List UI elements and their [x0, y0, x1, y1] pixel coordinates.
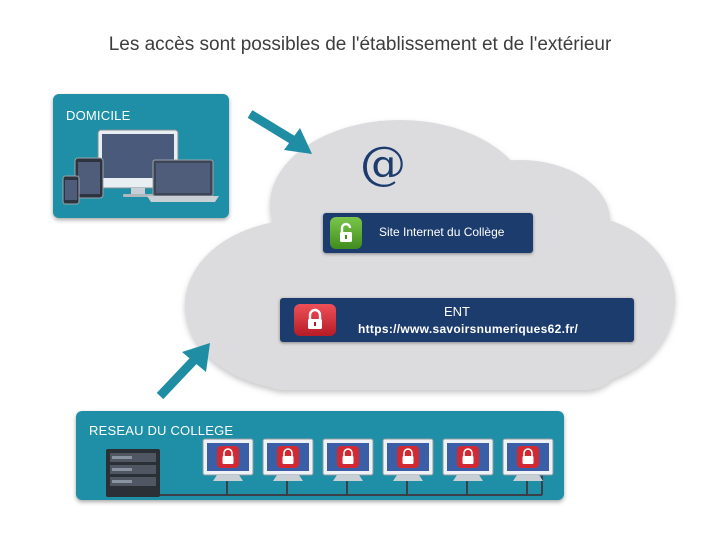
page-title: Les accès sont possibles de l'établissem…	[108, 34, 612, 55]
workstation-icon	[202, 438, 254, 495]
home-panel: DOMICILE	[53, 94, 229, 218]
ent-url-link[interactable]: https://www.savoirsnumeriques62.fr/	[358, 322, 579, 336]
ent-bar[interactable]: ENT https://www.savoirsnumeriques62.fr/	[280, 298, 634, 342]
unlock-icon	[330, 217, 362, 249]
home-devices	[62, 129, 219, 205]
home-label: DOMICILE	[66, 108, 131, 123]
workstation-icon	[322, 438, 374, 495]
ent-title: ENT	[444, 304, 470, 319]
workstation-icon	[442, 438, 494, 495]
school-network-diagram	[106, 438, 554, 497]
workstation-icon	[502, 438, 554, 495]
site-internet-label: Site Internet du Collège	[379, 225, 505, 239]
school-network-panel: RESEAU DU COLLEGE	[76, 411, 564, 500]
server-icon	[106, 449, 160, 497]
workstation-icon	[262, 438, 314, 495]
laptop-icon	[147, 159, 219, 202]
tablet-icon	[74, 157, 104, 199]
phone-icon	[62, 175, 80, 205]
workstation-icon	[382, 438, 434, 495]
at-symbol: @	[360, 136, 406, 190]
site-internet-bar[interactable]: Site Internet du Collège	[323, 213, 533, 253]
school-network-label: RESEAU DU COLLEGE	[89, 423, 234, 438]
lock-icon	[294, 304, 336, 336]
